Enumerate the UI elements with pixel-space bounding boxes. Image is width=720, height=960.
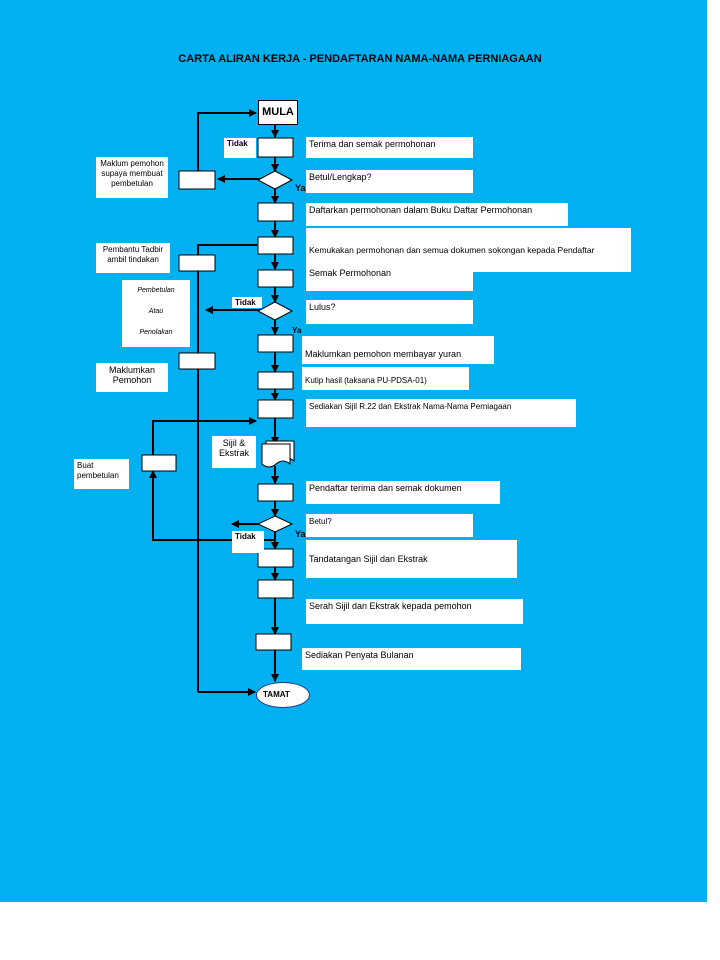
flow-line: [197, 244, 257, 256]
process-box: [257, 334, 294, 353]
branch-label-ya: Ya: [295, 529, 306, 539]
step-label: Sediakan Penyata Bulanan: [302, 648, 521, 670]
decision-diamond: [256, 301, 294, 321]
branch-label-tidak: Tidak: [224, 138, 256, 158]
side-note-sijil-ekstrak: Sijil & Ekstrak: [212, 436, 256, 468]
start-terminal: MULA: [258, 100, 298, 125]
process-box: [255, 633, 292, 651]
step-label: Kemukakan permohonan dan semua dokumen s…: [306, 228, 631, 272]
process-box: [257, 236, 294, 255]
step-label: Daftarkan permohonan dalam Buku Daftar P…: [306, 203, 568, 226]
step-label: Lulus?: [306, 300, 473, 324]
process-box: [257, 269, 294, 288]
side-box: [178, 352, 216, 370]
step-label: Pendaftar terima dan semak dokumen: [306, 481, 500, 504]
step-label: Semak Permohonan: [306, 266, 473, 291]
branch-label-ya: Ya: [295, 183, 306, 193]
branch-label-tidak: Tidak: [232, 531, 264, 553]
document-shape: [261, 440, 295, 468]
step-label: Terima dan semak permohonan: [306, 137, 473, 158]
end-terminal: TAMAT: [256, 682, 310, 708]
step-label: Sediakan Sijil R.22 dan Ekstrak Nama-Nam…: [306, 399, 576, 427]
step-label: Maklumkan pemohon membayar yuran: [302, 336, 494, 364]
step-label: Tandatangan Sijil dan Ekstrak: [306, 540, 517, 578]
step-label: Betul?: [306, 514, 473, 537]
flow-arrow: [149, 470, 275, 541]
side-box: [178, 254, 216, 272]
process-box: [257, 137, 294, 158]
branch-label-tidak: Tidak: [232, 297, 262, 308]
process-box: [257, 483, 294, 502]
process-box: [257, 548, 294, 568]
note-penolakan: Penolakan: [139, 329, 173, 336]
side-box: [141, 454, 177, 472]
note-atau: Atau: [148, 308, 164, 315]
process-box: [257, 399, 294, 419]
flow-arrow: [152, 417, 257, 455]
process-box: [257, 371, 294, 390]
step-label: Kutip hasil (taksana PU-PDSA-01): [302, 367, 469, 390]
step-label: Betul/Lengkap?: [306, 170, 473, 193]
flow-arrow: [197, 109, 257, 171]
branch-label-ya: Ya: [292, 326, 302, 335]
process-box: [257, 202, 294, 222]
decision-diamond: [256, 515, 294, 533]
side-box: [178, 170, 216, 190]
note-pembetulan: Pembetulan: [137, 287, 175, 294]
page-title: CARTA ALIRAN KERJA - PENDAFTARAN NAMA-NA…: [178, 53, 542, 65]
side-note-pembantu-tadbir: Pembantu Tadbir ambil tindakan: [96, 243, 170, 273]
step-label: Serah Sijil dan Ekstrak kepada pemohon: [306, 599, 523, 624]
process-box: [257, 579, 294, 599]
decision-diamond: [256, 170, 294, 190]
side-note-maklum-pemohon: Maklum pemohon supaya membuat pembetulan: [96, 157, 168, 198]
side-note-pembetulan-penolakan: Pembetulan Atau Penolakan: [122, 280, 190, 347]
side-note-buat-pembetulan: Buat pembetulan: [74, 459, 129, 489]
side-note-maklumkan-pemohon: Maklumkan Pemohon: [96, 363, 168, 392]
